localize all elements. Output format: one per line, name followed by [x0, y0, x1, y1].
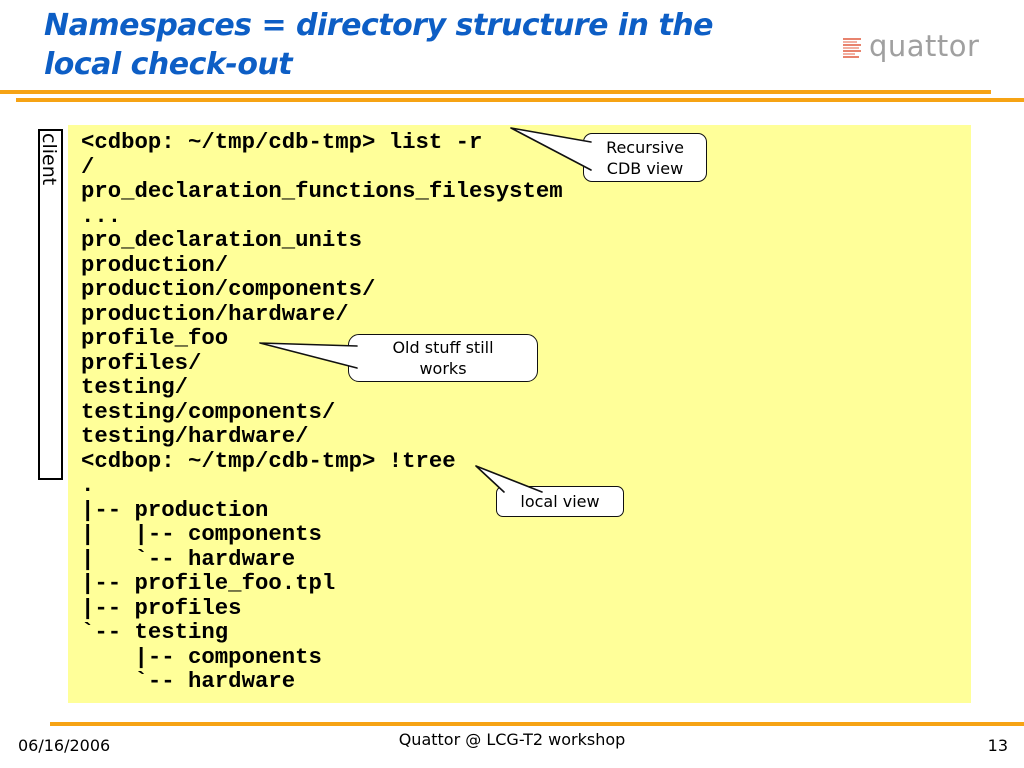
footer-divider [50, 722, 1024, 726]
quattor-logo-text: quattor [869, 29, 980, 63]
callout-old-stuff-text: Old stuff still works [392, 338, 494, 378]
page-title: Namespaces = directory structure in the … [44, 8, 714, 82]
title-underline-bottom [16, 98, 1024, 102]
quattor-logo: quattor [843, 28, 979, 64]
footer-page-number: 13 [987, 736, 1008, 755]
client-sidebar-box [38, 129, 63, 480]
callout-local-view: local view [496, 486, 624, 517]
callout-recursive-cdb-view: Recursive CDB view [583, 133, 707, 182]
terminal-output: <cdbop: ~/tmp/cdb-tmp> list -r / pro_dec… [81, 129, 563, 694]
code-panel [68, 125, 971, 703]
quattor-logo-icon [843, 38, 863, 64]
callout-old-stuff: Old stuff still works [348, 334, 538, 382]
footer-workshop-title: Quattor @ LCG-T2 workshop [398, 730, 626, 749]
callout-recursive-cdb-view-text: Recursive CDB view [606, 137, 684, 178]
client-label: client [38, 133, 60, 186]
footer-date: 06/16/2006 [18, 736, 111, 755]
callout-local-view-text: local view [520, 492, 600, 511]
title-underline-top [0, 90, 991, 94]
